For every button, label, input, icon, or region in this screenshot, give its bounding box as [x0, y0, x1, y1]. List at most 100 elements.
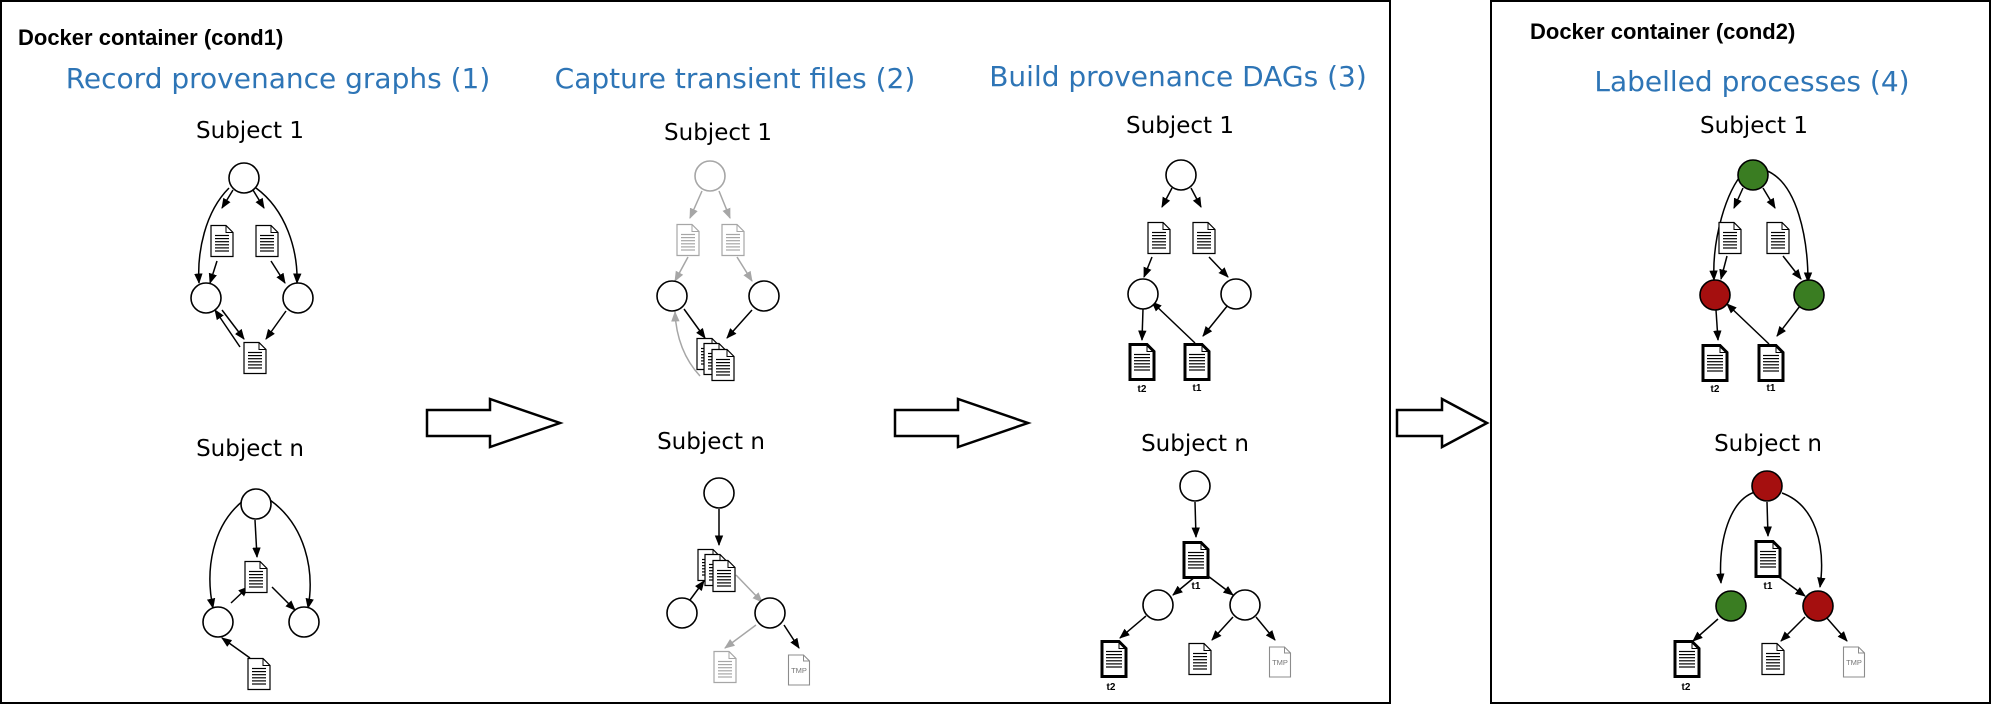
- process-node-p2s1-left: [656, 280, 688, 312]
- file-node-p4s1-t2: [1701, 344, 1729, 382]
- subject-label-p1-bottom: Subject n: [196, 436, 304, 462]
- edge-p2sn-stack-right: [735, 574, 763, 603]
- file-node-p4sn-doc: [1761, 642, 1785, 676]
- edge-p3sn-t1-right: [1207, 575, 1234, 596]
- process-node-p3sn-root: [1179, 470, 1211, 502]
- process-node-p1s1-left: [190, 282, 222, 314]
- tmp-file-p4sn-label: TMP: [1846, 658, 1862, 667]
- file-node-p3sn-doc: [1188, 642, 1212, 676]
- edge-p4s1-left-t2: [1713, 309, 1722, 342]
- file-node-p4s1-t1: [1757, 344, 1785, 382]
- process-node-p2sn-right: [754, 597, 786, 629]
- process-node-p2s1-right: [748, 280, 780, 312]
- file-node-p3s1-doc1: [1147, 221, 1171, 255]
- process-node-p4sn-left-benign: [1715, 590, 1747, 622]
- edge-p1sn-doc-right: [271, 586, 296, 611]
- edge-p1s1-root-doc1: [221, 189, 234, 209]
- edge-p3sn-left-t2: [1119, 615, 1147, 639]
- tmp-file-p2sn: TMP: [787, 654, 811, 686]
- edge-p4sn-right-doc: [1780, 616, 1806, 642]
- edge-p1s1-root-left: [194, 187, 230, 285]
- tmp-file-p4sn: TMP: [1842, 646, 1866, 678]
- edge-p3s1-right-t1: [1202, 304, 1229, 337]
- step-title-capture-transient: Capture transient files (2): [555, 62, 916, 95]
- process-node-p3s1-left: [1127, 278, 1159, 310]
- edge-p2sn-right-tmp: [783, 624, 800, 649]
- tag-p3s1-t2: t2: [1138, 384, 1147, 395]
- edge-p2s1-left-stack: [683, 308, 706, 339]
- container-title-cond1: Docker container (cond1): [18, 25, 283, 50]
- subject-label-p3-bottom: Subject n: [1141, 431, 1249, 457]
- file-node-p4s1-doc1: [1718, 221, 1742, 255]
- file-node-p1s1-doc3: [243, 341, 267, 375]
- process-node-p3sn-left: [1142, 589, 1174, 621]
- edge-p3sn-right-doc: [1211, 616, 1234, 641]
- process-node-p3s1-root: [1165, 159, 1197, 191]
- tag-p4s1-t1: t1: [1767, 383, 1776, 394]
- step-title-build-dags: Build provenance DAGs (3): [989, 60, 1367, 93]
- file-node-p4s1-doc2: [1766, 221, 1790, 255]
- edge-p4s1-root-right: [1764, 169, 1813, 284]
- step-title-labelled-processes: Labelled processes (4): [1594, 65, 1909, 98]
- edge-p4sn-t1-right: [1778, 576, 1806, 597]
- edge-p2s1-stack-left: [671, 310, 701, 377]
- tag-p3s1-t1: t1: [1193, 383, 1202, 394]
- process-node-p1sn-root: [240, 488, 272, 520]
- edge-p4s1-doc2-right: [1782, 255, 1802, 280]
- file-node-p1s1-doc1: [210, 224, 234, 258]
- edge-p1sn-root-doc: [252, 519, 261, 559]
- edge-p4sn-left-t2: [1692, 618, 1719, 642]
- edge-p1s1-root-right: [255, 187, 302, 285]
- edge-p1s1-doc2-right: [270, 260, 286, 284]
- edge-p1sn-root-right: [269, 499, 314, 610]
- tag-p3sn-t2: t2: [1107, 682, 1116, 693]
- tag-p3sn-t1: t1: [1192, 581, 1201, 592]
- subject-label-p2-top: Subject 1: [664, 120, 772, 146]
- tmp-file-p2sn-label: TMP: [791, 666, 807, 675]
- process-node-p1s1-root: [228, 162, 260, 194]
- process-node-p1s1-right: [282, 282, 314, 314]
- file-node-p3sn-t2: [1100, 640, 1128, 678]
- edge-p3s1-doc2-right: [1208, 256, 1229, 278]
- file-node-p3s1-t1: [1183, 343, 1211, 381]
- step-title-record-provenance: Record provenance graphs (1): [66, 62, 491, 95]
- subject-label-p1-top: Subject 1: [196, 118, 304, 144]
- process-node-p3s1-right: [1220, 278, 1252, 310]
- edge-p3s1-t1-left: [1151, 301, 1196, 344]
- edge-p2s1-root-doc1: [689, 190, 703, 219]
- process-node-p4s1-root-benign: [1737, 159, 1769, 191]
- file-node-p2s1-doc2: [721, 223, 745, 257]
- edge-p1sn-doc2-left: [221, 637, 251, 659]
- process-node-p2sn-root: [703, 477, 735, 509]
- file-node-p3sn-t1: [1182, 541, 1210, 579]
- container-title-cond2: Docker container (cond2): [1530, 19, 1795, 44]
- process-node-p4sn-root-malicious: [1751, 470, 1783, 502]
- file-node-p1sn-doc1: [244, 560, 268, 594]
- file-node-p3s1-doc2: [1192, 221, 1216, 255]
- edge-p1s1-left-doc3: [221, 309, 245, 340]
- process-node-p3sn-right: [1229, 589, 1261, 621]
- process-node-p4sn-right-malicious: [1802, 590, 1834, 622]
- edge-p2s1-doc2-right: [736, 256, 753, 282]
- file-node-p4sn-t2: [1673, 640, 1701, 678]
- process-node-p1sn-right: [288, 606, 320, 638]
- process-node-p2s1-root: [694, 160, 726, 192]
- file-node-p4sn-t1: [1754, 540, 1782, 578]
- docker-container-cond2: [1490, 0, 1991, 704]
- process-node-p1sn-left: [202, 606, 234, 638]
- subject-label-p2-bottom: Subject n: [657, 429, 765, 455]
- edge-p3sn-root-t1: [1191, 501, 1200, 539]
- tmp-file-p3sn: TMP: [1268, 646, 1292, 678]
- tag-p4s1-t2: t2: [1711, 384, 1720, 395]
- edge-p2s1-right-stack: [726, 309, 753, 339]
- process-node-p4s1-left-malicious: [1699, 279, 1731, 311]
- edge-p3s1-doc1-left: [1143, 256, 1153, 278]
- edge-p4sn-root-right: [1781, 492, 1826, 589]
- edge-p4s1-root-doc1: [1733, 187, 1744, 209]
- edge-p1sn-root-left: [206, 499, 245, 610]
- file-node-p3s1-t2: [1128, 343, 1156, 381]
- edge-p1s1-root-doc2: [252, 189, 265, 209]
- file-node-p1s1-doc2: [255, 224, 279, 258]
- file-node-p2s1-doc1: [676, 223, 700, 257]
